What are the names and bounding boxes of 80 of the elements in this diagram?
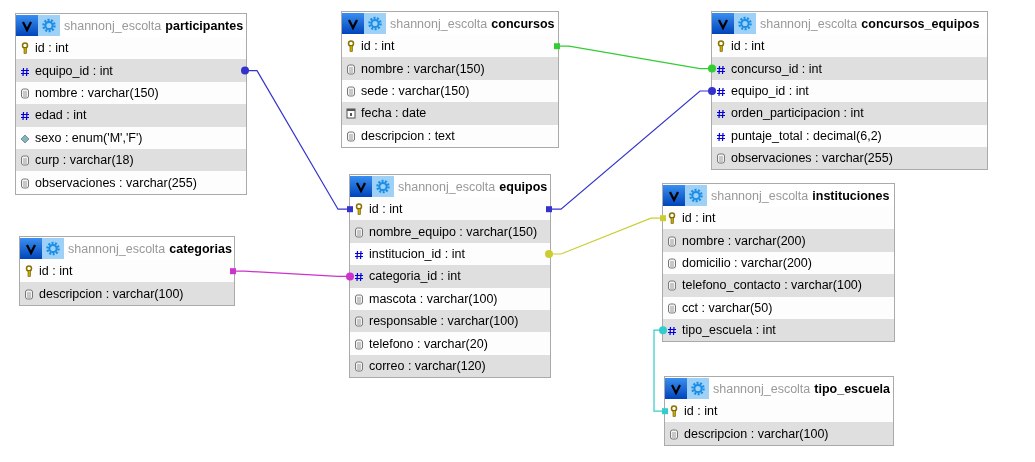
table-card <box>664 376 894 446</box>
table-row <box>663 318 894 342</box>
field-name: equipo_id : int <box>731 82 810 100</box>
field-name: curp : varchar(18) <box>35 152 135 170</box>
table-name: concursos <box>491 16 555 31</box>
field-name: nombre : varchar(150) <box>35 84 160 102</box>
field-name: concurso_id : int <box>731 60 824 78</box>
field-name: tipo_escuela : int <box>682 322 777 340</box>
table-card <box>341 11 559 148</box>
relation-line <box>241 66 353 213</box>
field-name: nombre_equipo : varchar(150) <box>369 223 539 241</box>
table-row <box>16 104 246 127</box>
field-name: categoria_id : int <box>369 268 462 286</box>
relation-line <box>230 268 354 281</box>
table-row <box>665 422 893 445</box>
table-row <box>350 220 550 243</box>
field-name: sede : varchar(150) <box>361 82 471 100</box>
table-row <box>712 146 987 170</box>
table-row <box>350 265 550 288</box>
field-name: domicilio : varchar(200) <box>682 254 813 272</box>
field-name: id : int <box>369 201 404 219</box>
relation-line <box>546 87 716 213</box>
table-card <box>19 236 235 306</box>
table-row <box>350 309 550 333</box>
database-name: shannonj_escolta <box>68 241 166 256</box>
table-name: equipos <box>499 179 548 194</box>
table-card <box>711 11 988 171</box>
field-name: descripcion : text <box>361 127 456 145</box>
field-name: telefono : varchar(20) <box>369 335 489 353</box>
field-name: observaciones : varchar(255) <box>731 150 894 168</box>
table-row <box>16 148 246 172</box>
database-name: shannonj_escolta <box>713 381 811 396</box>
field-name: descripcion : varchar(100) <box>684 425 830 443</box>
field-name: descripcion : varchar(100) <box>39 285 185 303</box>
table-name: instituciones <box>812 188 890 203</box>
field-name: id : int <box>731 38 766 56</box>
database-name: shannonj_escolta <box>398 179 496 194</box>
database-name: shannonj_escolta <box>390 16 488 31</box>
field-name: responsable : varchar(100) <box>369 313 520 331</box>
table-row <box>712 57 987 80</box>
field-name: correo : varchar(120) <box>369 357 487 375</box>
field-name: id : int <box>684 403 719 421</box>
field-name: fecha : date <box>361 105 428 123</box>
table-name: participantes <box>165 18 244 33</box>
table-row <box>663 274 894 297</box>
database-name: shannonj_escolta <box>711 188 809 203</box>
relation-line <box>653 326 668 415</box>
table-row <box>663 229 894 252</box>
database-name: shannonj_escolta <box>760 16 858 31</box>
table-name: tipo_escuela <box>814 381 891 396</box>
table-card <box>349 174 551 379</box>
field-name: sexo : enum('M','F') <box>35 129 144 147</box>
table-row <box>350 354 550 378</box>
database-name: shannonj_escolta <box>64 18 162 33</box>
field-name: telefono_contacto : varchar(100) <box>682 277 863 295</box>
field-name: id : int <box>361 38 396 56</box>
table-name: categorias <box>169 241 232 256</box>
field-name: id : int <box>35 40 70 58</box>
field-name: nombre : varchar(200) <box>682 232 807 250</box>
field-name: puntaje_total : decimal(6,2) <box>731 127 883 145</box>
field-name: equipo_id : int <box>35 62 114 80</box>
table-row <box>16 59 246 82</box>
table-card <box>662 183 895 343</box>
field-name: cct : varchar(50) <box>682 299 774 317</box>
field-name: id : int <box>39 263 74 281</box>
field-name: observaciones : varchar(255) <box>35 174 198 192</box>
field-name: orden_participacion : int <box>731 105 865 123</box>
table-row <box>20 282 234 305</box>
table-name: concursos_equipos <box>861 16 980 31</box>
field-name: institucion_id : int <box>369 245 466 263</box>
relation-line <box>545 215 666 258</box>
field-name: id : int <box>682 210 717 228</box>
table-row <box>712 102 987 125</box>
table-card <box>15 13 247 195</box>
table-row <box>342 102 558 125</box>
field-name: nombre : varchar(150) <box>361 60 486 78</box>
field-name: mascota : varchar(100) <box>369 290 499 308</box>
relation-line <box>554 43 716 73</box>
table-row <box>342 57 558 80</box>
field-name: edad : int <box>35 107 88 125</box>
